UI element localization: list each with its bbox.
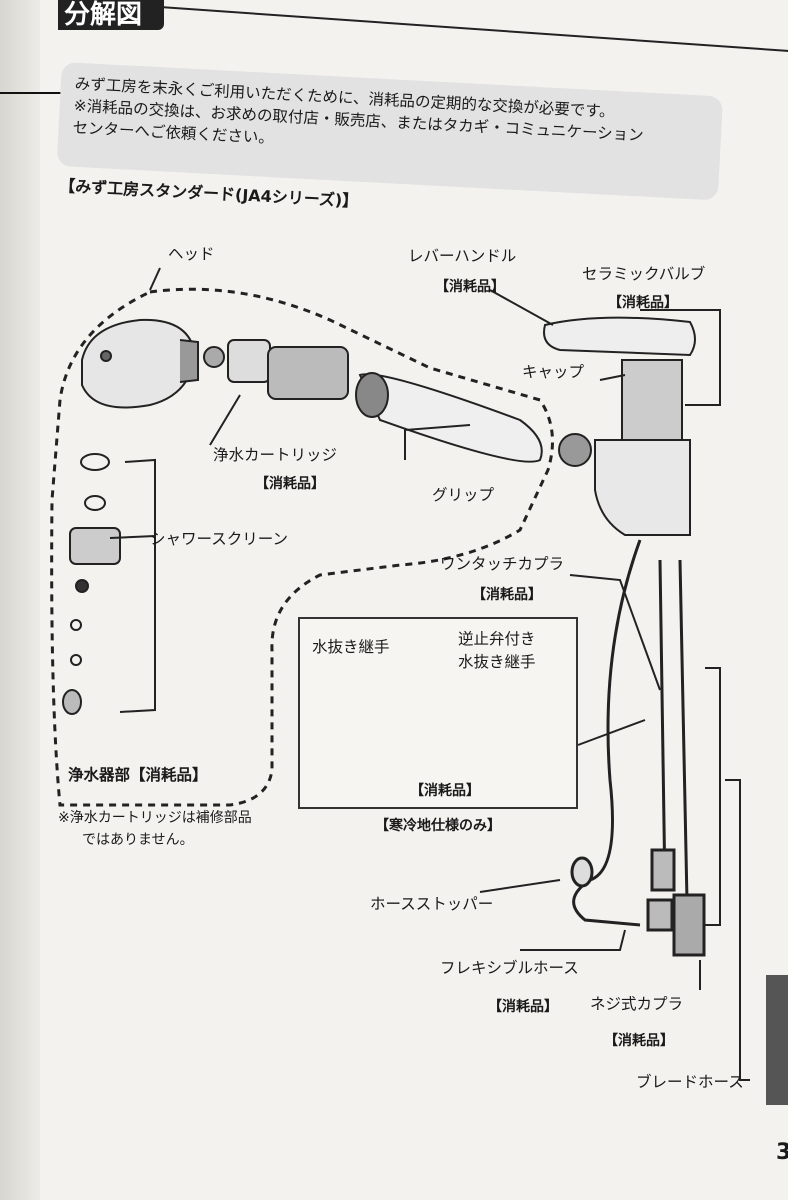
left-edge-rule [0,92,70,94]
label-cartridge: 浄水カートリッジ [213,446,338,464]
label-braided-hose: ブレードホース [636,1073,744,1091]
tag-ceramic-valve: 【消耗品】 [608,295,678,311]
shower-head-part [81,318,197,409]
label-check-drain-2: 水抜き継手 [458,653,536,671]
label-lever-handle: レバーハンドル [408,247,517,265]
label-ceramic-valve: セラミックバルブ [582,265,706,283]
shower-screen-parts [62,453,121,715]
page-gutter [0,0,40,1200]
faucet-body-part [543,316,696,536]
tag-screw-coupler: 【消耗品】 [604,1033,674,1049]
hoses [570,539,706,957]
label-hose-stopper: ホースストッパー [370,895,494,913]
label-head: ヘッド [168,245,215,263]
page-number: 3 [776,1140,788,1165]
tag-lever-handle: 【消耗品】 [435,279,505,295]
label-drain-fitting: 水抜き継手 [312,638,390,656]
section-header-tab: 分解図 [58,0,164,30]
label-cold-region-only: 【寒冷地仕様のみ】 [375,818,501,834]
label-shower-screen: シャワースクリーン [150,530,288,548]
grip-part [358,373,543,463]
label-filter-part: 浄水器部【消耗品】 [68,766,208,784]
side-index-tab [766,975,788,1105]
label-grip: グリップ [432,486,495,504]
note-line-1: ※浄水カートリッジは補修部品 [58,810,252,826]
label-check-drain-1: 逆止弁付き [458,630,536,648]
label-flexible-hose: フレキシブルホース [440,959,579,977]
tag-inset: 【消耗品】 [410,783,480,799]
tag-one-touch-coupler: 【消耗品】 [472,587,542,603]
note-line-2: ではありません。 [82,832,194,848]
tag-flexible-hose: 【消耗品】 [488,999,558,1015]
label-cap: キャップ [522,363,585,381]
tag-cartridge: 【消耗品】 [255,476,325,492]
cartridge-part [203,339,349,400]
label-one-touch-coupler: ワンタッチカプラ [440,555,565,573]
label-screw-coupler: ネジ式カプラ [590,995,684,1013]
cold-region-inset [298,617,578,809]
